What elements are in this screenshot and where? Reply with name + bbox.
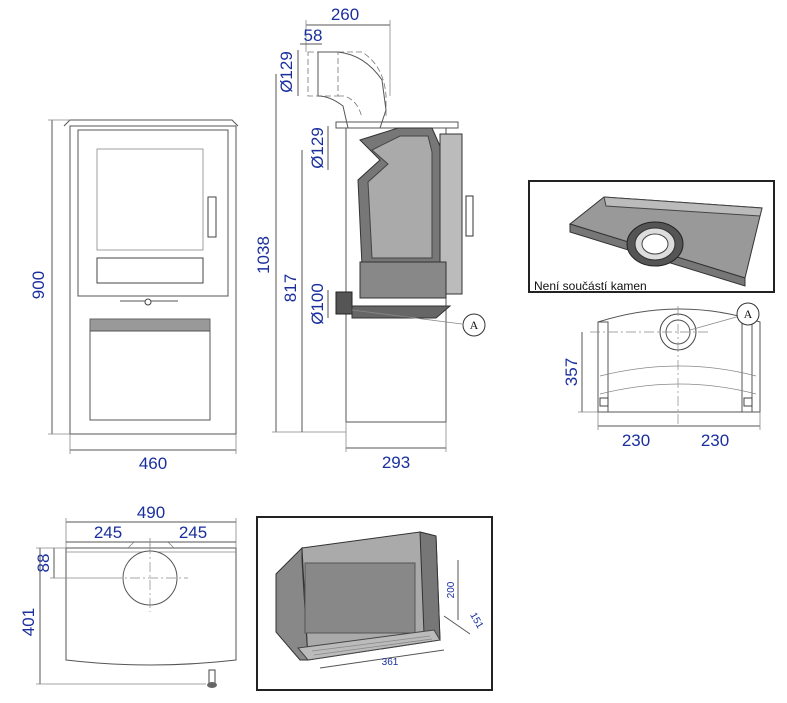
accessory-note: Není součástí kamen bbox=[534, 279, 647, 293]
dim-dia100-label: Ø100 bbox=[308, 283, 327, 325]
rear-body bbox=[597, 308, 761, 413]
firebox-frame bbox=[256, 516, 493, 691]
side-inlet-bracket bbox=[351, 305, 452, 319]
side-callout-circle bbox=[462, 313, 486, 337]
accessory-tray-back bbox=[603, 196, 763, 217]
front-door-handle bbox=[207, 196, 217, 238]
side-flue-top-pipe bbox=[307, 51, 339, 97]
dim-357-label: 357 bbox=[562, 358, 581, 386]
rear-foot-left bbox=[599, 397, 609, 407]
rear-foot-right bbox=[743, 397, 753, 407]
rear-wave-2 bbox=[599, 383, 757, 395]
side-view: A 260 58 Ø129 Ø129 Ø100 1038 817 293 bbox=[254, 5, 486, 472]
firebox-panel: 200 151 361 bbox=[256, 516, 493, 691]
firebox-left-wall bbox=[275, 546, 309, 661]
side-flue-elbow bbox=[338, 51, 387, 119]
plan-leg-foot bbox=[207, 682, 217, 688]
dim-151-label: 151 bbox=[467, 611, 485, 631]
dim-230-left-label: 230 bbox=[622, 431, 650, 450]
dim-817-label: 817 bbox=[281, 274, 300, 302]
rear-leg-left bbox=[597, 321, 609, 413]
side-air-inlet bbox=[335, 291, 353, 315]
callout-a-side: A bbox=[470, 318, 479, 332]
front-view: 900 460 bbox=[29, 119, 239, 473]
dim-361-label: 361 bbox=[382, 657, 399, 668]
rear-view: A 357 230 230 bbox=[562, 302, 761, 450]
front-top-plate bbox=[63, 119, 239, 127]
dim-260-label: 260 bbox=[331, 5, 359, 24]
accessory-frame bbox=[528, 180, 775, 293]
rear-callout-leader bbox=[689, 315, 741, 331]
dim-dia129-top-label: Ø129 bbox=[277, 51, 296, 93]
dim-245-left-label: 245 bbox=[94, 523, 122, 542]
dim-58-label: 58 bbox=[304, 26, 323, 45]
side-flue-solid bbox=[317, 51, 387, 129]
side-callout-leader bbox=[351, 309, 463, 325]
accessory-ring-hole bbox=[641, 233, 669, 255]
front-storage-door bbox=[89, 330, 211, 421]
side-handle bbox=[465, 195, 474, 237]
front-door-frame bbox=[77, 129, 229, 297]
plan-leg bbox=[208, 669, 216, 685]
side-top-plate bbox=[335, 121, 459, 129]
side-ashpan bbox=[359, 261, 447, 299]
firebox-grate-bars bbox=[311, 635, 433, 656]
dim-460-label: 460 bbox=[139, 454, 167, 473]
rear-wave-1 bbox=[599, 365, 757, 377]
dim-245-right-label: 245 bbox=[179, 523, 207, 542]
plan-view: 490 245 245 88 401 bbox=[19, 503, 237, 688]
firebox-rear-plate bbox=[304, 562, 416, 634]
dim-1038-label: 1038 bbox=[254, 236, 273, 274]
side-firebox-inner bbox=[367, 135, 433, 259]
front-body bbox=[69, 125, 237, 435]
side-door bbox=[439, 133, 463, 295]
rear-callout-circle bbox=[736, 302, 760, 326]
front-lever-knob bbox=[144, 298, 152, 306]
dim-230-right-label: 230 bbox=[701, 431, 729, 450]
plan-outline bbox=[65, 547, 237, 666]
dim-401-label: 401 bbox=[19, 608, 38, 636]
dim-151-line bbox=[443, 615, 471, 635]
dim-dia129-mid-label: Ø129 bbox=[308, 127, 327, 169]
dim-900-label: 900 bbox=[29, 271, 48, 299]
dim-88-label: 88 bbox=[34, 554, 53, 573]
plan-top-tab bbox=[127, 541, 175, 549]
front-grey-band bbox=[89, 318, 211, 332]
dim-490-label: 490 bbox=[137, 503, 165, 522]
dim-361-line bbox=[319, 649, 445, 669]
dim-293-label: 293 bbox=[382, 453, 410, 472]
callout-a-rear: A bbox=[744, 307, 753, 321]
accessory-panel: Není součástí kamen bbox=[528, 180, 775, 293]
front-glass bbox=[96, 148, 204, 251]
front-ash-slot bbox=[96, 257, 204, 284]
dim-200-label: 200 bbox=[446, 581, 457, 598]
